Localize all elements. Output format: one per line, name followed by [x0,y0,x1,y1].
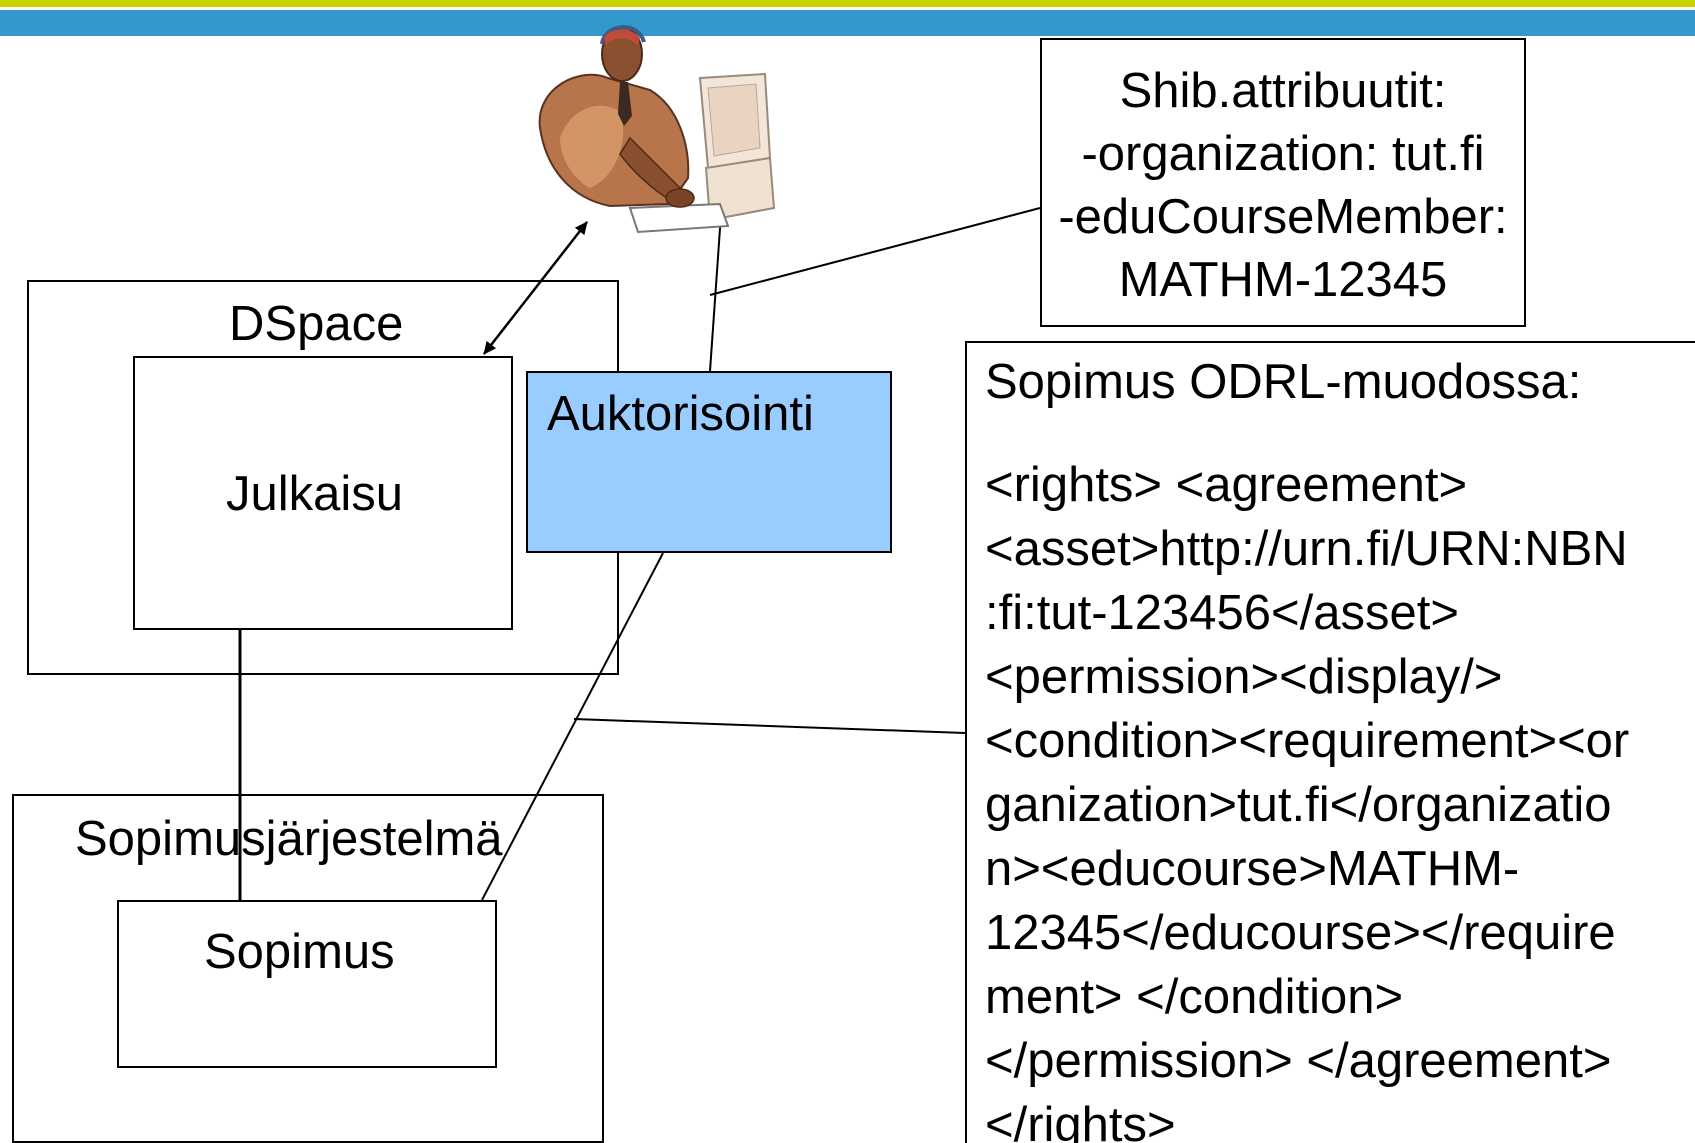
shib-line: Shib.attribuutit: [1119,64,1447,118]
auktorisointi-label: Auktorisointi [547,387,814,441]
dspace-label: DSpace [229,297,404,351]
shib-line: MATHM-12345 [1118,253,1448,307]
odrl-line: <permission><display/> [985,650,1503,704]
odrl-line: <asset>http://urn.fi/URN:NBN [985,522,1628,576]
person-at-computer-icon [538,25,776,234]
shib-line: -organization: tut.fi [1081,127,1485,181]
shib-attributes-box [1040,38,1526,327]
shib-callout-line [709,207,1041,296]
odrl-xml-body: <rights> <agreement> <asset>http://urn.f… [985,453,1629,1143]
top-accent-band [0,0,1695,7]
odrl-callout-line [573,718,966,734]
auktorisointi-sopimus-link [481,552,664,901]
odrl-line: 12345</educourse></require [985,906,1616,960]
julkaisu-box [133,356,513,630]
shib-attributes-text: Shib.attribuutit: -organization: tut.fi … [1040,60,1526,312]
odrl-line: :fi:tut-123456</asset> [985,586,1459,640]
julkaisu-label: Julkaisu [226,467,404,521]
sopimus-box [117,900,497,1068]
odrl-line: <rights> <agreement> [985,458,1468,512]
header-blue-band [0,10,1695,36]
odrl-agreement-box [965,341,1695,1143]
sopimus-label: Sopimus [204,925,395,979]
odrl-line: ment> </condition> [985,970,1404,1024]
auktorisointi-box [526,371,892,553]
odrl-line: </permission> </agreement> [985,1034,1612,1088]
user-auktorisointi-link [709,199,723,372]
odrl-line: ganization>tut.fi</organizatio [985,778,1612,832]
shib-line: -eduCourseMember: [1058,190,1508,244]
odrl-line: </rights> [985,1098,1176,1143]
sopimusjarjestelma-label: Sopimusjärjestelmä [75,812,503,866]
odrl-title: Sopimus ODRL-muodossa: [985,355,1582,409]
odrl-line: n><educourse>MATHM- [985,842,1520,896]
user-julkaisu-arrow [483,221,588,355]
odrl-line: <condition><requirement><or [985,714,1630,768]
